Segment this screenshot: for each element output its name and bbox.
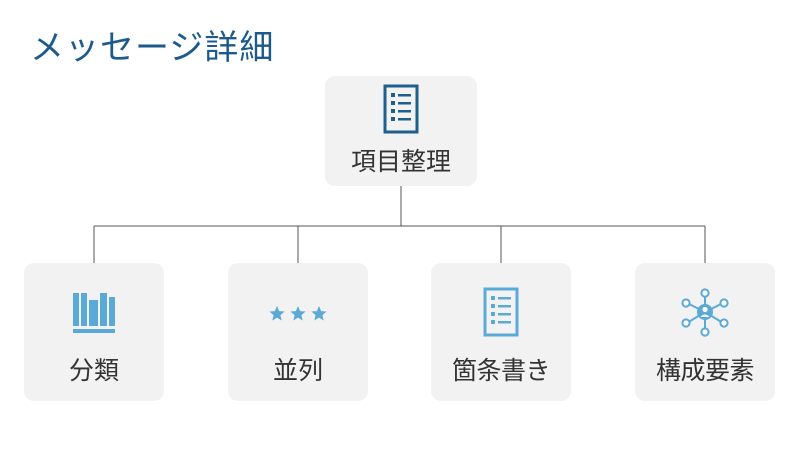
child-node-bullet-points: 箇条書き <box>431 263 571 401</box>
child-node-components: 構成要素 <box>635 263 775 401</box>
child-node-label: 箇条書き <box>451 356 551 385</box>
child-node-label: 分類 <box>68 356 119 385</box>
child-node-classification: 分類 <box>24 263 164 401</box>
books-icon <box>73 293 115 333</box>
network-nodes-icon <box>681 288 729 337</box>
list-document-icon <box>383 84 419 134</box>
slide-title: メッセージ詳細 <box>30 28 275 68</box>
bullet-list-icon <box>483 287 519 337</box>
three-stars-icon <box>269 306 327 321</box>
child-node-label: 構成要素 <box>655 356 755 385</box>
child-node-parallel: 並列 <box>228 263 368 401</box>
child-node-label: 並列 <box>272 356 323 385</box>
root-node-label: 項目整理 <box>350 147 451 176</box>
root-node: 項目整理 <box>325 76 477 186</box>
